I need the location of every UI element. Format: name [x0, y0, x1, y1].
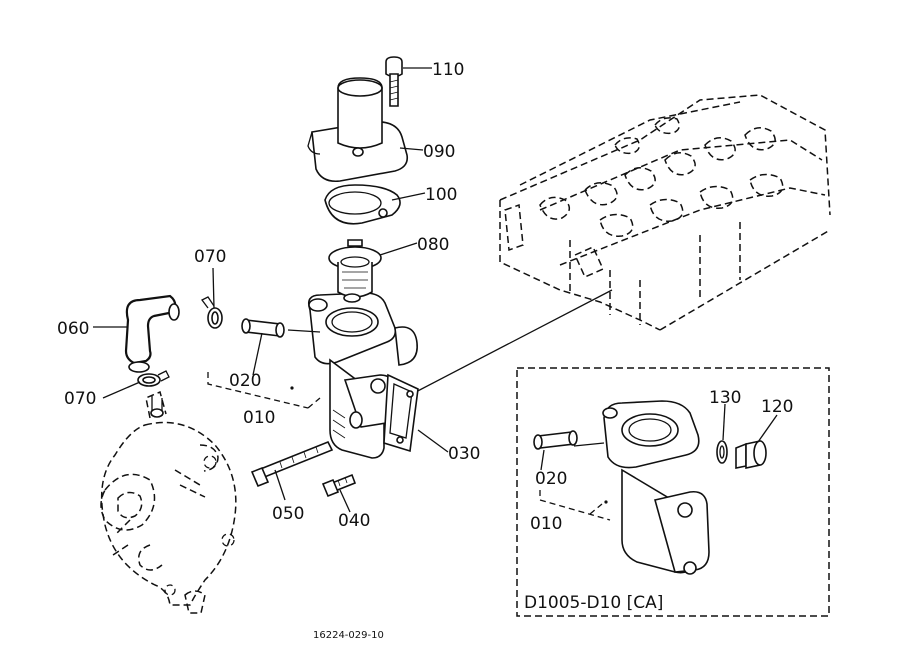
label-050: 050: [272, 504, 304, 524]
label-040: 040: [338, 511, 370, 531]
inset-label-130: 130: [709, 388, 741, 408]
bolt-110: [385, 56, 403, 107]
inset-variant-label: D1005-D10 [CA]: [524, 593, 663, 613]
inset-thermostat-housing: [602, 400, 710, 575]
label-060: 060: [57, 319, 89, 339]
drawing-reference-number: 16224-029-10: [313, 630, 384, 641]
hose-060: [124, 294, 180, 373]
label-110: 110: [432, 60, 464, 80]
part-labels: 110 090 100 080 070 060 070 020 010 030 …: [57, 60, 793, 641]
label-080: 080: [417, 235, 449, 255]
inset-washer-130: [716, 440, 728, 464]
water-pump: [100, 390, 237, 614]
gasket-030: [383, 373, 419, 453]
leader-lines: [93, 67, 449, 513]
water-flange-090: [307, 77, 409, 183]
inset-label-120: 120: [761, 397, 793, 417]
label-070-top: 070: [194, 247, 226, 267]
thermostat-080: [328, 239, 382, 303]
inset-label-010: 010: [530, 514, 562, 534]
bolt-040: [321, 473, 357, 498]
inset-label-020: 020: [535, 469, 567, 489]
clamp-070-left: [137, 370, 170, 387]
label-100: 100: [425, 185, 457, 205]
gasket-100: [324, 184, 401, 225]
label-090: 090: [423, 142, 455, 162]
bolt-050: [250, 440, 334, 488]
pipe-stub: [150, 396, 164, 418]
pipe-020: [241, 318, 285, 338]
label-070-left: 070: [64, 389, 96, 409]
block-leader-line: [409, 289, 613, 396]
variant-inset: [516, 367, 830, 617]
label-010: 010: [243, 408, 275, 428]
engine-block: [499, 94, 831, 331]
clamp-070-top: [201, 296, 223, 329]
label-030: 030: [448, 444, 480, 464]
inset-pipe-020: [533, 430, 578, 450]
thermostat-housing-010: [307, 292, 418, 459]
inset-plug-120: [735, 440, 767, 469]
label-020: 020: [229, 371, 261, 391]
